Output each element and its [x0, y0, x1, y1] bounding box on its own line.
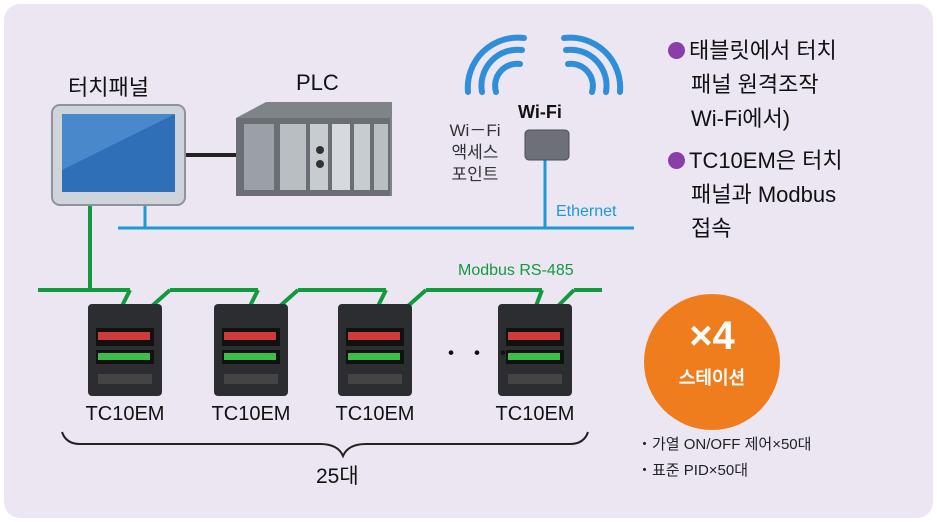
- count-total-label: 25대: [316, 465, 359, 488]
- modbus-drop-2: [248, 288, 300, 308]
- access-point-line-2: 액세스: [451, 143, 499, 162]
- badge-text: 스테이션: [678, 368, 746, 388]
- bullet-dot: [668, 152, 685, 169]
- access-point-label: Wi－Fi 액세스 포인트: [440, 120, 510, 186]
- notes: ・가열 ON/OFF 제어×50대 ・표준 PID×50대: [637, 432, 811, 484]
- plc-device: [236, 102, 392, 196]
- device-label-1: TC10EM: [85, 403, 165, 425]
- modbus-label: Modbus RS-485: [458, 262, 574, 279]
- device-label-3: TC10EM: [335, 403, 415, 425]
- ellipsis-label: ・・・: [440, 341, 519, 366]
- controller-3: [338, 304, 412, 396]
- ethernet-label: Ethernet: [556, 203, 617, 220]
- controller-1: [88, 304, 162, 396]
- bullet-modbus: TC10EM은 터치 패널과 Modbus 접속: [668, 144, 843, 246]
- bullet-2-line-2: 패널과 Modbus: [691, 182, 837, 207]
- controller-2: [214, 304, 288, 396]
- bullet-wifi: 태블릿에서 터치 패널 원격조작 Wi-Fi에서): [668, 34, 837, 136]
- bullet-2-line-3: 접속: [691, 216, 732, 241]
- touch-panel-device: [51, 104, 186, 206]
- count-brace: [61, 431, 589, 459]
- badge-multiplier: ×4: [689, 314, 735, 358]
- note-2: ・표준 PID×50대: [637, 462, 749, 479]
- bullet-1-line-2: 패널 원격조작: [691, 72, 819, 97]
- controller-4: [498, 304, 572, 396]
- modbus-drop-1: [120, 288, 172, 308]
- bullet-1-line-1: 태블릿에서 터치: [689, 38, 837, 63]
- bullet-2-line-1: TC10EM은 터치: [689, 148, 843, 173]
- wifi-label: Wi-Fi: [518, 102, 562, 122]
- device-label-4: TC10EM: [495, 403, 575, 425]
- touch-panel-label: 터치패널: [68, 75, 149, 100]
- bullet-1-line-3: Wi-Fi에서): [691, 106, 791, 131]
- station-badge: ×4 스테이션: [644, 294, 780, 430]
- bullet-dot: [668, 42, 685, 59]
- note-1: ・가열 ON/OFF 제어×50대: [637, 436, 812, 453]
- device-label-2: TC10EM: [211, 403, 291, 425]
- modbus-drop-4: [534, 288, 576, 308]
- wifi-waves: [464, 34, 624, 95]
- modbus-drop-3: [376, 288, 428, 308]
- access-point-device: [524, 129, 570, 161]
- access-point-line-1: Wi－Fi: [449, 121, 501, 140]
- access-point-line-3: 포인트: [451, 165, 499, 184]
- plc-label: PLC: [296, 70, 339, 95]
